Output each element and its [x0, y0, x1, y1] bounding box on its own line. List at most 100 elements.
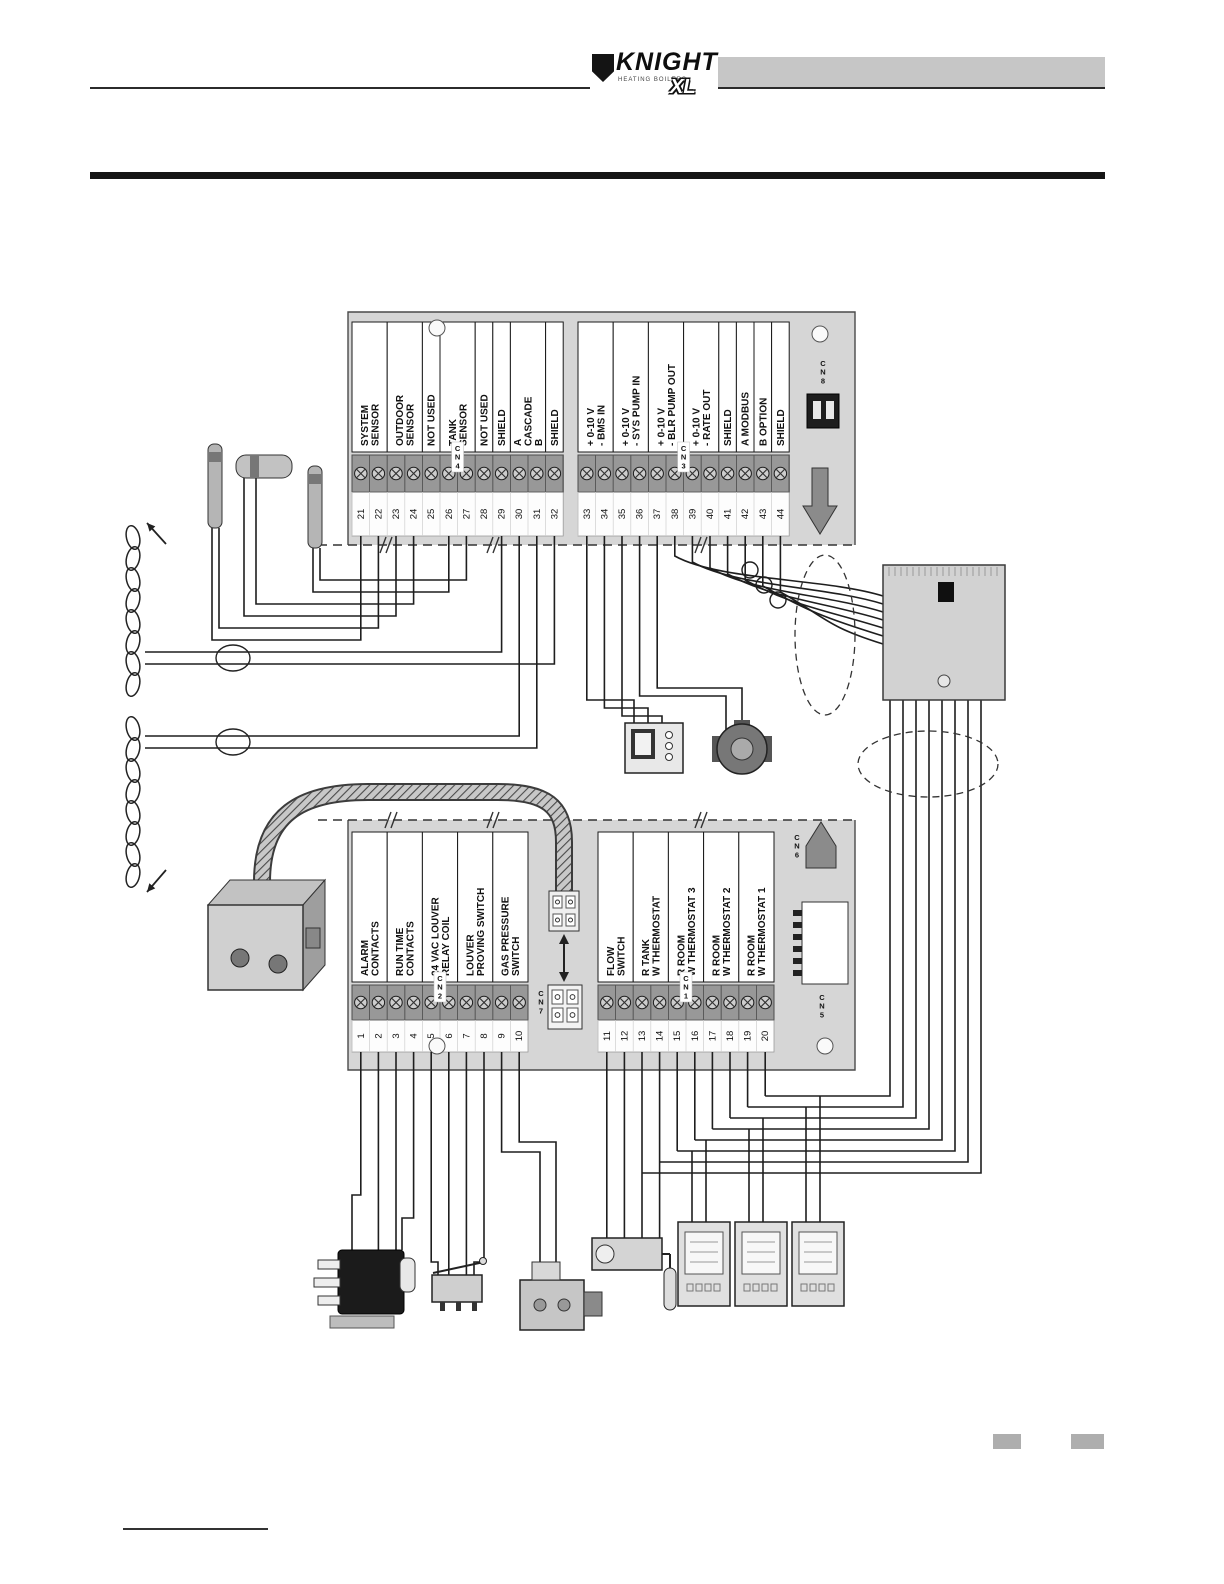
connector-name: N [794, 842, 799, 851]
terminal-number: 22 [373, 509, 384, 520]
wire [779, 536, 884, 645]
connector-name: C [683, 974, 689, 983]
twisted-wire [125, 862, 141, 889]
tank-sensor-icon [307, 465, 323, 549]
room-thermostat-device [677, 1221, 731, 1307]
room-thermostat-device [734, 1221, 788, 1307]
gas-pressure-switch-device [519, 1261, 603, 1331]
terminal-label: SYSTEM [360, 405, 371, 446]
twisted-wire [125, 757, 141, 784]
mounting-hole [428, 1037, 446, 1055]
terminal-label: SHIELD [550, 409, 561, 446]
wire [401, 1052, 415, 1250]
terminal-label: RELAY COIL [441, 917, 452, 976]
wire [709, 536, 884, 613]
wire [726, 536, 884, 621]
terminal-label: ALARM [360, 940, 371, 976]
logo-sub-text: XL [670, 76, 696, 98]
louver-junction-box [206, 878, 327, 992]
terminal-label: FLOW [606, 946, 617, 976]
wire [243, 478, 397, 617]
terminal-label-box [421, 831, 459, 983]
terminal-label: CONTACTS [406, 921, 417, 976]
twisted-wire [125, 650, 141, 677]
wire-bundle-callout [794, 554, 856, 716]
footer-marker [1071, 1434, 1104, 1449]
footer-marker [993, 1434, 1021, 1449]
connector-name: C [681, 444, 687, 453]
mounting-hole [816, 1037, 834, 1055]
terminal-number: 42 [740, 509, 751, 520]
cn5-connector [801, 901, 849, 985]
terminal-label: W THERMOSTAT 3 [687, 887, 698, 976]
wire [638, 536, 727, 736]
connector-name: C [794, 833, 800, 842]
bms-module-icon [624, 722, 684, 774]
twisted-wire [125, 566, 141, 593]
twisted-pair-icon [125, 715, 167, 893]
terminal-number: 5 [426, 1033, 437, 1038]
mounting-hole [811, 325, 829, 343]
terminal-label-box [597, 831, 634, 983]
terminal-number: 37 [652, 509, 663, 520]
terminal-label: LOUVER [465, 934, 476, 976]
wire [211, 528, 362, 641]
terminal-number: 29 [497, 509, 508, 520]
louver-proving-switch-device [431, 1257, 487, 1311]
connector-name: 8 [821, 376, 825, 385]
connector-name: 4 [456, 461, 461, 470]
connector-name: N [681, 453, 686, 462]
wire-loop [755, 576, 773, 594]
wire [145, 536, 556, 665]
wire [694, 700, 943, 1141]
wire [145, 536, 521, 737]
terminal-label: + 0-10 V [656, 408, 667, 446]
outdoor-sensor-icon [235, 454, 293, 479]
plug-direction-arrow [559, 934, 569, 944]
terminal-label-box [457, 831, 494, 983]
terminal-label: SENSOR [406, 403, 417, 446]
terminal-number: 12 [619, 1031, 630, 1042]
terminal-number: 33 [582, 509, 593, 520]
terminal-label: SENSOR [370, 403, 381, 446]
terminal-label: + 0-10 V [621, 408, 632, 446]
shield-loop [215, 644, 251, 672]
terminal-number: 9 [497, 1033, 508, 1038]
connector-name: 6 [795, 850, 799, 859]
terminal-number: 24 [409, 509, 420, 520]
terminal-number: 13 [637, 1031, 648, 1042]
terminal-number: 1 [356, 1033, 367, 1038]
connector-name: C [437, 974, 443, 983]
system-sensor-icon [207, 443, 223, 529]
wire [319, 536, 468, 581]
terminal-label-box [545, 321, 564, 453]
wire [621, 536, 663, 723]
terminal-label: W THERMOSTAT 2 [722, 887, 733, 976]
terminal-label: SWITCH [616, 937, 627, 976]
terminal-number: 4 [409, 1033, 420, 1038]
twisted-wire [125, 524, 141, 551]
terminal-label: SWITCH [511, 937, 522, 976]
wire [218, 528, 380, 629]
terminal-number: 25 [426, 509, 437, 520]
terminal-number: 3 [391, 1033, 402, 1038]
twisted-wire [125, 671, 141, 698]
cn8-connector [806, 393, 840, 429]
twisted-wire [125, 841, 141, 868]
board-breaks [318, 536, 858, 829]
terminal-label-box [439, 321, 476, 453]
tank-thermostat-device [591, 1237, 677, 1311]
connector-name: 3 [682, 461, 686, 470]
terminal-number: 28 [479, 509, 490, 520]
logo-text: KNIGHT [616, 48, 718, 76]
terminal-label-box [492, 831, 529, 983]
terminal-label: - RATE OUT [702, 390, 713, 446]
terminal-label-box [632, 831, 669, 983]
wire [603, 536, 649, 723]
connector-name: C [455, 444, 461, 453]
wire [351, 1052, 362, 1250]
